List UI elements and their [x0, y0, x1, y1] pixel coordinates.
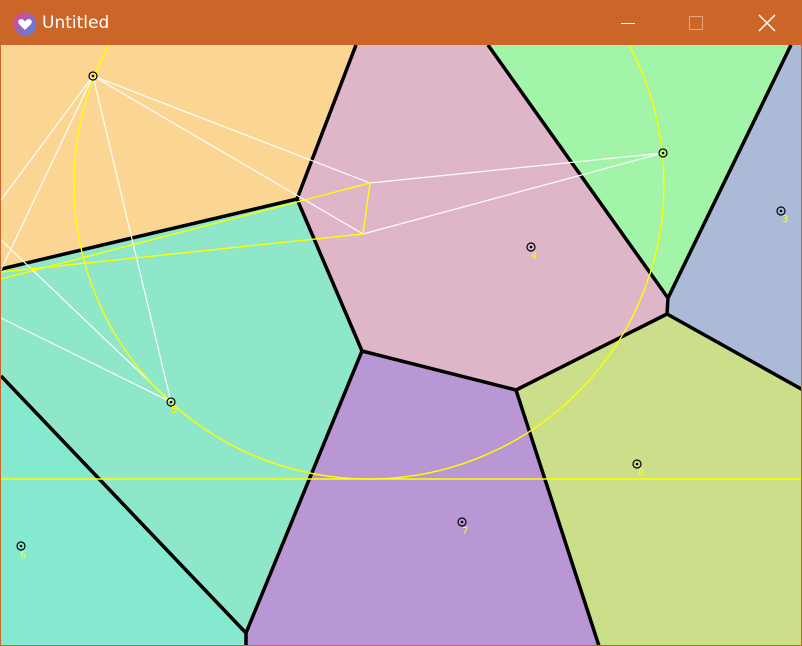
- site-marker-6[interactable]: 6: [16, 541, 26, 561]
- site-marker-2[interactable]: [658, 148, 668, 158]
- site-label-7: 7: [462, 526, 468, 537]
- site-label-4: 4: [531, 251, 537, 262]
- voronoi-sites: 3 4 5 6: [16, 71, 788, 561]
- site-marker-5[interactable]: 5: [166, 397, 177, 416]
- voronoi-edges: [1, 45, 801, 645]
- site-label-6: 6: [20, 550, 26, 561]
- drawing-canvas[interactable]: 3 4 5 6: [1, 45, 802, 646]
- minimize-button[interactable]: [605, 0, 651, 45]
- site-marker-8[interactable]: 8: [632, 459, 644, 479]
- voronoi-cell-7: [246, 351, 599, 645]
- close-icon: [758, 14, 776, 31]
- app-heart-icon: [13, 12, 37, 36]
- voronoi-cell-5: [1, 199, 362, 633]
- circle-event-overlay: [1, 45, 801, 480]
- title-bar[interactable]: Untitled: [1, 0, 801, 45]
- maximize-icon: [689, 15, 703, 30]
- voronoi-cell-1: [1, 45, 356, 269]
- minimize-icon: [621, 22, 635, 24]
- voronoi-cell-3: [667, 45, 801, 389]
- site-marker-7[interactable]: 7: [457, 517, 468, 537]
- voronoi-cell-2: [488, 45, 791, 298]
- window-title: Untitled: [42, 13, 110, 33]
- close-button[interactable]: [744, 0, 790, 45]
- site-label-3: 3: [782, 214, 788, 225]
- site-marker-4[interactable]: 4: [526, 242, 537, 262]
- voronoi-cell-6: [1, 376, 246, 645]
- site-marker-3[interactable]: 3: [776, 206, 788, 225]
- site-marker-1[interactable]: [88, 71, 98, 81]
- site-label-5: 5: [171, 405, 177, 416]
- maximize-button[interactable]: [673, 0, 719, 45]
- site-label-8: 8: [638, 468, 644, 479]
- triangle-lines: [1, 75, 664, 403]
- voronoi-cell-4: [297, 45, 668, 390]
- voronoi-diagram[interactable]: 3 4 5 6: [1, 45, 802, 646]
